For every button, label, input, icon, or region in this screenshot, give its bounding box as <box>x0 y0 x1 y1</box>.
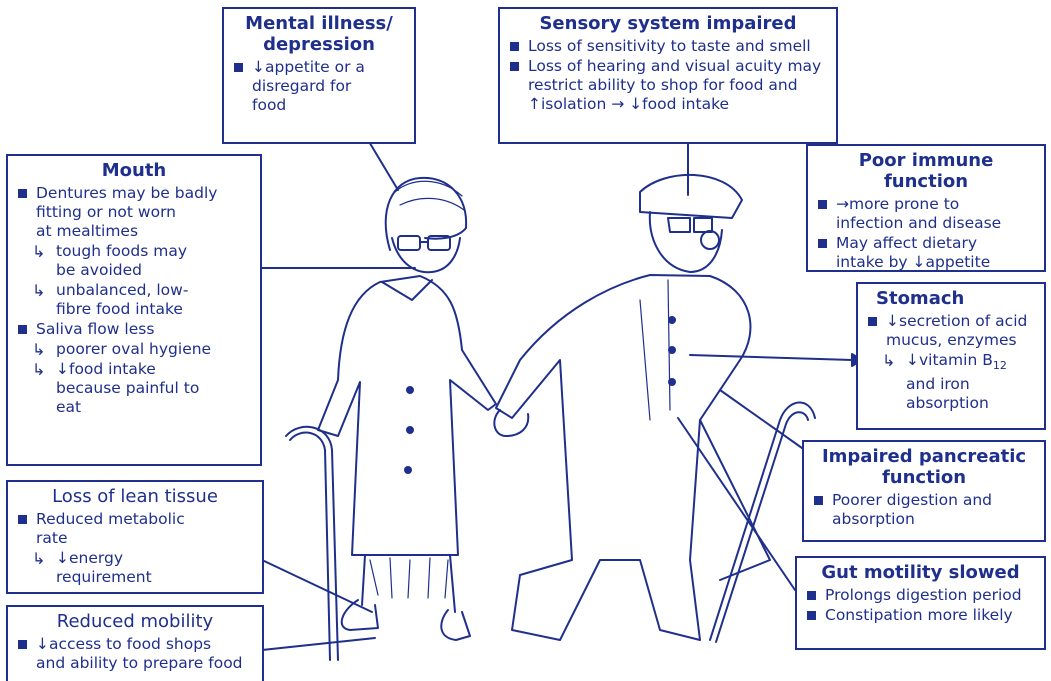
gut-motility-title: Gut motility slowed <box>821 562 1020 583</box>
lean-tissue-box: Loss of lean tissue Reduced metabolic ra… <box>6 480 264 594</box>
sensory-system-box: Sensory system impaired Loss of sensitiv… <box>498 7 838 144</box>
pancreatic-title: Impaired pancreatic function <box>821 446 1027 488</box>
stomach-absorption-text: and iron absorption <box>906 375 989 413</box>
reduced-mobility-bullet: ↓access to food shops and ability to pre… <box>16 635 254 673</box>
reduced-mobility-title: Reduced mobility <box>56 611 214 632</box>
gut-motility-box: Gut motility slowed Prolongs digestion p… <box>795 556 1046 650</box>
sensory-bullet-2: Loss of hearing and visual acuity may re… <box>508 57 828 114</box>
stomach-sub-vitamin: ↓vitamin B12 and iron absorption <box>866 351 1036 413</box>
mouth-bullet-dentures: Dentures may be badly fitting or not wor… <box>16 184 252 241</box>
gut-bullet-1: Prolongs digestion period <box>805 586 1036 605</box>
immune-bullet-1: →more prone to infection and disease <box>816 195 1036 233</box>
sensory-bullet-1: Loss of sensitivity to taste and smell <box>508 37 828 56</box>
lean-tissue-sub: ↓energy requirement <box>16 549 254 587</box>
sensory-system-title: Sensory system impaired <box>539 13 797 34</box>
stomach-vitamin-text: ↓vitamin B <box>906 351 993 369</box>
mouth-title: Mouth <box>101 160 167 181</box>
stomach-box: Stomach ↓secretion of acid mucus, enzyme… <box>856 282 1046 430</box>
mouth-sub-food-intake: ↓food intake because painful to eat <box>16 360 252 417</box>
mouth-bullet-saliva: Saliva flow less <box>16 320 252 339</box>
mental-illness-title: Mental illness/ depression <box>245 13 393 55</box>
stomach-bullet: ↓secretion of acid mucus, enzymes <box>866 312 1036 350</box>
mental-illness-box: Mental illness/ depression ↓appetite or … <box>222 7 416 144</box>
mouth-sub-hygiene: poorer oval hygiene <box>16 340 252 359</box>
stomach-title: Stomach <box>876 288 965 309</box>
mouth-box: Mouth Dentures may be badly fitting or n… <box>6 154 262 466</box>
elderly-man-figure <box>493 174 816 643</box>
elderly-woman-figure <box>285 176 497 661</box>
pancreatic-function-box: Impaired pancreatic function Poorer dige… <box>802 440 1046 542</box>
immune-function-box: Poor immune function →more prone to infe… <box>806 144 1046 272</box>
mouth-sub-unbalanced: unbalanced, low- fibre food intake <box>16 281 252 319</box>
pancreatic-bullet: Poorer digestion and absorption <box>812 491 1036 529</box>
immune-bullet-2: May affect dietary intake by ↓appetite <box>816 234 1036 272</box>
mental-illness-bullet: ↓appetite or a disregard for food <box>232 58 406 115</box>
lean-tissue-title: Loss of lean tissue <box>52 486 218 507</box>
immune-function-title: Poor immune function <box>858 150 994 192</box>
gut-bullet-2: Constipation more likely <box>805 606 1036 625</box>
stomach-vitamin-subscript: 12 <box>992 359 1007 373</box>
mouth-sub-tough-foods: tough foods may be avoided <box>16 242 252 280</box>
lean-tissue-bullet: Reduced metabolic rate <box>16 510 254 548</box>
reduced-mobility-box: Reduced mobility ↓access to food shops a… <box>6 605 264 681</box>
